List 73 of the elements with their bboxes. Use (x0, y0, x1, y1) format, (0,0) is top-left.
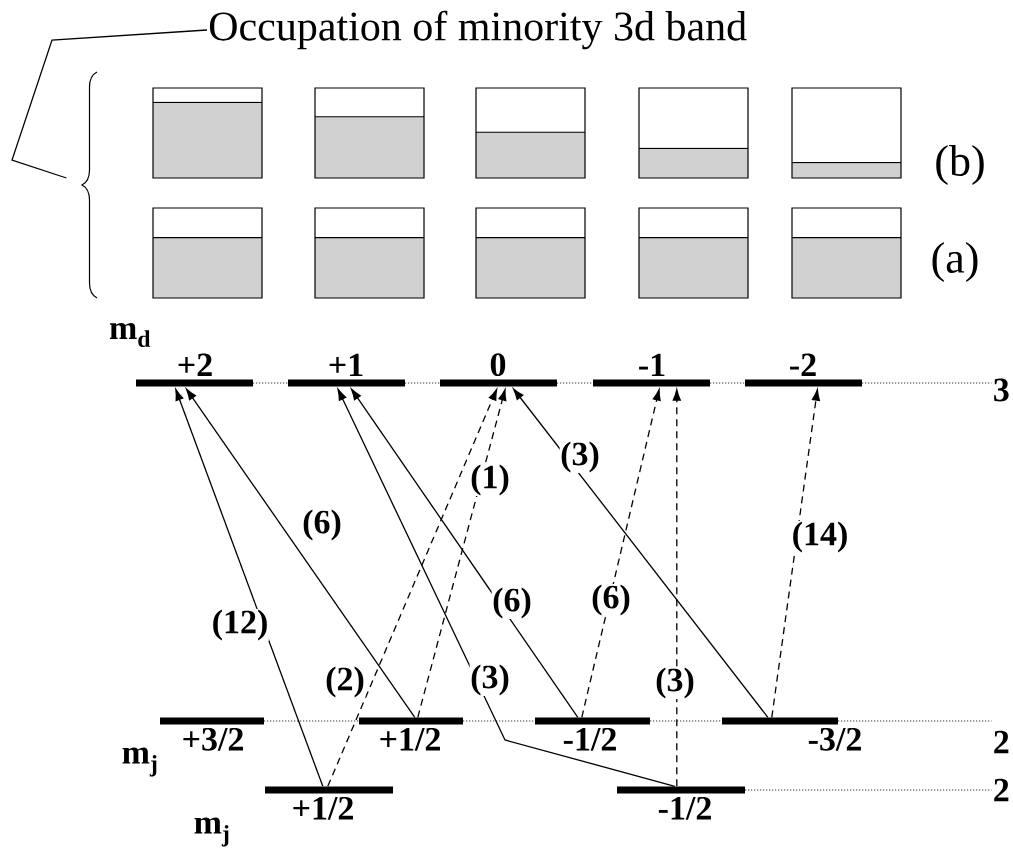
edge-label: (6) (590, 584, 632, 616)
arrow (350, 388, 579, 718)
node-label: -3/2 (808, 727, 861, 751)
edge-label: (14) (791, 521, 849, 553)
panel-label: (a) (932, 242, 978, 282)
edge-label: (3) (654, 667, 696, 699)
dotted-level-line (556, 382, 594, 384)
occupation-box (638, 87, 749, 179)
dotted-level-line (263, 720, 360, 722)
energy-level: +1/2 (265, 786, 393, 820)
edge-label: (6) (301, 509, 343, 541)
dotted-level-line (404, 382, 441, 384)
arrow (337, 388, 676, 787)
energy-level: -1/2 (617, 786, 745, 820)
quantum-number-symbol: m$_{j}$ (194, 817, 229, 847)
energy-level: -2 (745, 353, 862, 387)
occupation-box (152, 207, 263, 299)
dotted-level-line (252, 382, 289, 384)
arrow (175, 388, 324, 787)
node-label: +1/2 (380, 727, 440, 751)
edge-label: (6) (491, 587, 533, 619)
energy-level: -3/2 (722, 717, 861, 751)
node-label: -1/2 (658, 796, 711, 820)
edge-label: (1) (469, 464, 511, 496)
edge-label: (2) (324, 666, 366, 698)
dashed-arrow (672, 389, 681, 787)
arrow (185, 388, 416, 718)
edge-label: (3) (469, 664, 511, 696)
node-label: +1 (329, 353, 363, 377)
panel-label: (b) (936, 145, 984, 185)
level-label: 3 (994, 378, 1009, 402)
quantum-number-symbol: m$_{j}$ (122, 747, 157, 777)
node-label: +3/2 (183, 727, 243, 751)
dotted-level-line (837, 720, 993, 722)
arrow (513, 388, 769, 718)
occupation-box (791, 87, 902, 179)
curly-brace (81, 71, 98, 299)
occupation-box (638, 207, 749, 299)
dotted-level-line (861, 382, 993, 384)
energy-level: +1/2 (359, 717, 463, 751)
node-label: -1 (639, 353, 665, 377)
dashed-arrow (327, 388, 498, 787)
edge-label: (12) (211, 609, 269, 641)
node-label: 0 (490, 353, 506, 377)
dotted-level-line (709, 382, 746, 384)
energy-level: -1 (593, 353, 710, 387)
occupation-box (314, 87, 425, 179)
dashed-arrow (581, 389, 661, 718)
level-label: 2 (994, 730, 1009, 754)
occupation-box (152, 87, 263, 179)
edge-label: (3) (559, 441, 601, 473)
dotted-level-line (744, 789, 993, 791)
occupation-box (475, 87, 586, 179)
energy-level: +2 (136, 353, 253, 387)
dashed-arrow (417, 389, 507, 718)
level-label: 2 (994, 778, 1009, 802)
energy-level: -1/2 (535, 717, 650, 751)
occupation-box (791, 207, 902, 299)
occupation-box (314, 207, 425, 299)
occupation-box (475, 207, 586, 299)
energy-level: +1 (288, 353, 405, 387)
dotted-level-line (462, 720, 536, 722)
title: Occupation of minority 3d band (209, 10, 747, 50)
dashed-arrow (771, 389, 821, 718)
quantum-number-symbol: m$_{d}$ (109, 322, 151, 348)
dotted-level-line (649, 720, 723, 722)
node-label: +1/2 (293, 796, 353, 820)
node-label: -2 (790, 353, 816, 377)
energy-level: 0 (440, 353, 557, 387)
node-label: -1/2 (563, 727, 616, 751)
leader-line (11, 29, 208, 179)
energy-level: +3/2 (160, 717, 264, 751)
node-label: +2 (178, 353, 212, 377)
